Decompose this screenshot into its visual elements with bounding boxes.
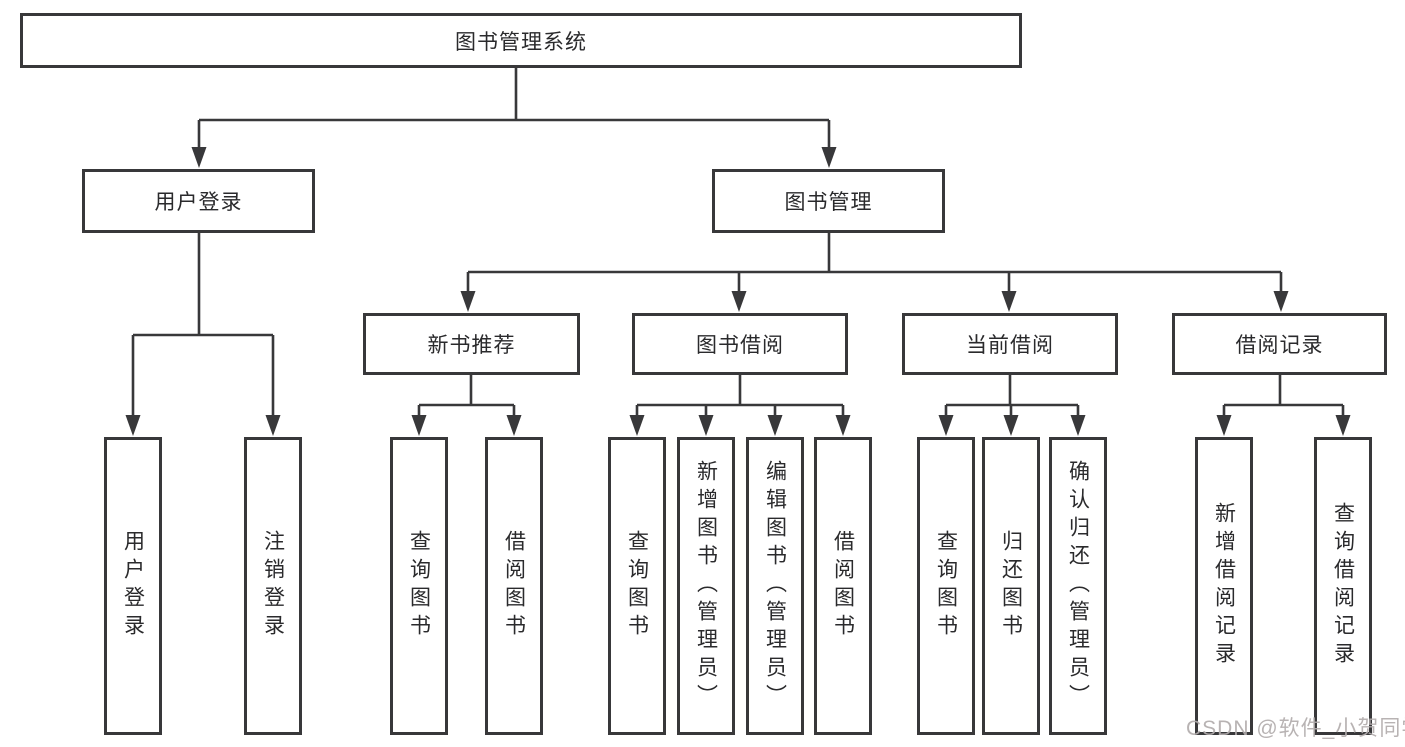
connector-root-to-level2 [197, 68, 831, 149]
arrowhead [821, 147, 837, 168]
leaf-add-book-admin: 新增图书（管理员） [677, 437, 735, 735]
node-book-borrowing: 图书借阅 [632, 313, 848, 375]
leaf-borrow-books-newbook: 借阅图书 [485, 437, 543, 735]
leaf-query-books-newbook: 查询图书 [390, 437, 448, 735]
arrowhead [506, 415, 522, 436]
arrowhead [125, 415, 141, 436]
leaf-logout: 注销登录 [244, 437, 302, 735]
arrowhead [731, 291, 747, 312]
connector-current-borrowing-children [944, 375, 1080, 417]
leaf-return-book: 归还图书 [982, 437, 1040, 735]
node-book-management: 图书管理 [712, 169, 945, 233]
arrowhead [767, 415, 783, 436]
csdn-watermark: CSDN @软件_小贺同学 [1186, 717, 1405, 740]
arrowheads [125, 147, 1351, 436]
node-user-login: 用户登录 [82, 169, 315, 233]
node-root: 图书管理系统 [20, 13, 1022, 68]
connector-book-management-children [466, 233, 1283, 293]
arrowhead [191, 147, 207, 168]
leaf-add-borrow-record: 新增借阅记录 [1195, 437, 1253, 735]
arrowhead [411, 415, 427, 436]
arrowhead [1070, 415, 1086, 436]
arrowhead [1001, 291, 1017, 312]
arrowhead [1003, 415, 1019, 436]
connector-book-borrowing-children [635, 375, 845, 417]
node-current-borrowing: 当前借阅 [902, 313, 1118, 375]
connector-user-login-children [131, 233, 275, 417]
leaf-query-borrow-record: 查询借阅记录 [1314, 437, 1372, 735]
leaf-borrow-books-borrow: 借阅图书 [814, 437, 872, 735]
connector-new-book-children [417, 375, 516, 417]
leaf-confirm-return-admin: 确认归还（管理员） [1049, 437, 1107, 735]
arrowhead [1216, 415, 1232, 436]
arrowhead [1273, 291, 1289, 312]
node-new-book-recommendation: 新书推荐 [363, 313, 580, 375]
arrowhead [698, 415, 714, 436]
arrowhead [835, 415, 851, 436]
arrowhead [460, 291, 476, 312]
arrowhead [629, 415, 645, 436]
node-borrowing-records: 借阅记录 [1172, 313, 1387, 375]
leaf-user-login: 用户登录 [104, 437, 162, 735]
arrowhead [1335, 415, 1351, 436]
arrowhead [265, 415, 281, 436]
connector-borrowing-records-children [1222, 375, 1345, 417]
arrowhead [938, 415, 954, 436]
leaf-query-books-current: 查询图书 [917, 437, 975, 735]
leaf-query-books-borrow: 查询图书 [608, 437, 666, 735]
leaf-edit-book-admin: 编辑图书（管理员） [746, 437, 804, 735]
